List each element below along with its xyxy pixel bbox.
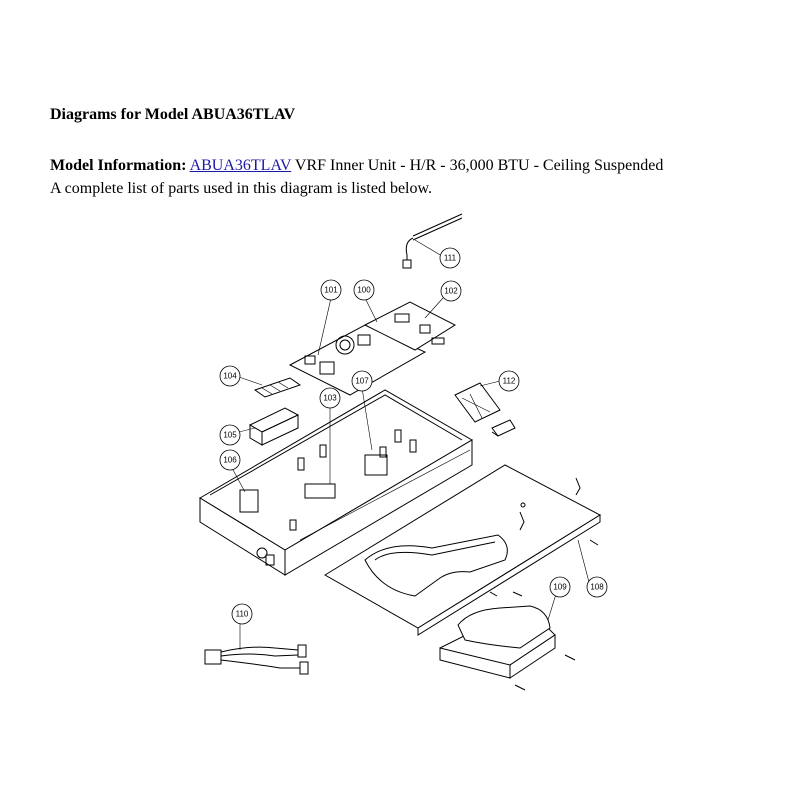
page-title: Diagrams for Model ABUA36TLAV xyxy=(50,106,296,123)
svg-text:111: 111 xyxy=(444,254,457,263)
svg-text:112: 112 xyxy=(503,377,516,386)
leader-lines xyxy=(231,239,591,650)
svg-text:106: 106 xyxy=(223,456,237,465)
part-104-terminal-strip xyxy=(253,377,302,398)
callout-107: 107 xyxy=(351,370,373,392)
callout-101: 101 xyxy=(320,279,342,301)
callout-104: 104 xyxy=(219,365,241,387)
parts-list-note: A complete list of parts used in this di… xyxy=(50,180,433,197)
svg-text:101: 101 xyxy=(324,286,338,295)
svg-text:102: 102 xyxy=(444,287,458,296)
callout-106: 106 xyxy=(219,449,241,471)
part-109-cover xyxy=(439,605,556,679)
connector-clip xyxy=(491,419,516,437)
callout-103: 103 xyxy=(319,387,341,409)
callout-105: 105 xyxy=(219,424,241,446)
svg-text:100: 100 xyxy=(357,286,371,295)
svg-text:108: 108 xyxy=(590,583,604,592)
svg-text:110: 110 xyxy=(236,610,249,619)
callout-112: 112 xyxy=(498,370,520,392)
callout-102: 102 xyxy=(440,280,462,302)
svg-text:109: 109 xyxy=(553,583,567,592)
callouts: 111 101 100 102 104 112 107 103 xyxy=(219,247,608,625)
part-112-filter-cover xyxy=(454,382,501,423)
svg-text:105: 105 xyxy=(223,431,237,440)
model-information-line: Model Information: ABUA36TLAV VRF Inner … xyxy=(50,157,663,175)
screw-set xyxy=(489,477,599,691)
part-108-base-plate xyxy=(324,464,602,636)
part-105-relay-block xyxy=(248,407,300,446)
svg-text:107: 107 xyxy=(355,377,369,386)
callout-110: 110 xyxy=(231,603,253,625)
svg-text:104: 104 xyxy=(223,372,237,381)
part-102-pcb xyxy=(363,301,457,351)
part-110-wire-harness xyxy=(204,644,309,675)
part-111-sensor xyxy=(402,213,463,269)
callout-109: 109 xyxy=(549,576,571,598)
model-link[interactable]: ABUA36TLAV xyxy=(189,157,292,174)
svg-text:103: 103 xyxy=(323,394,337,403)
part-101-pcb xyxy=(288,324,427,396)
model-information-label: Model Information: xyxy=(50,157,187,174)
callout-108: 108 xyxy=(586,576,608,598)
model-description: VRF Inner Unit - H/R - 36,000 BTU - Ceil… xyxy=(294,157,664,174)
callout-111: 111 xyxy=(439,247,461,269)
chassis-tray xyxy=(199,389,473,576)
callout-100: 100 xyxy=(353,279,375,301)
